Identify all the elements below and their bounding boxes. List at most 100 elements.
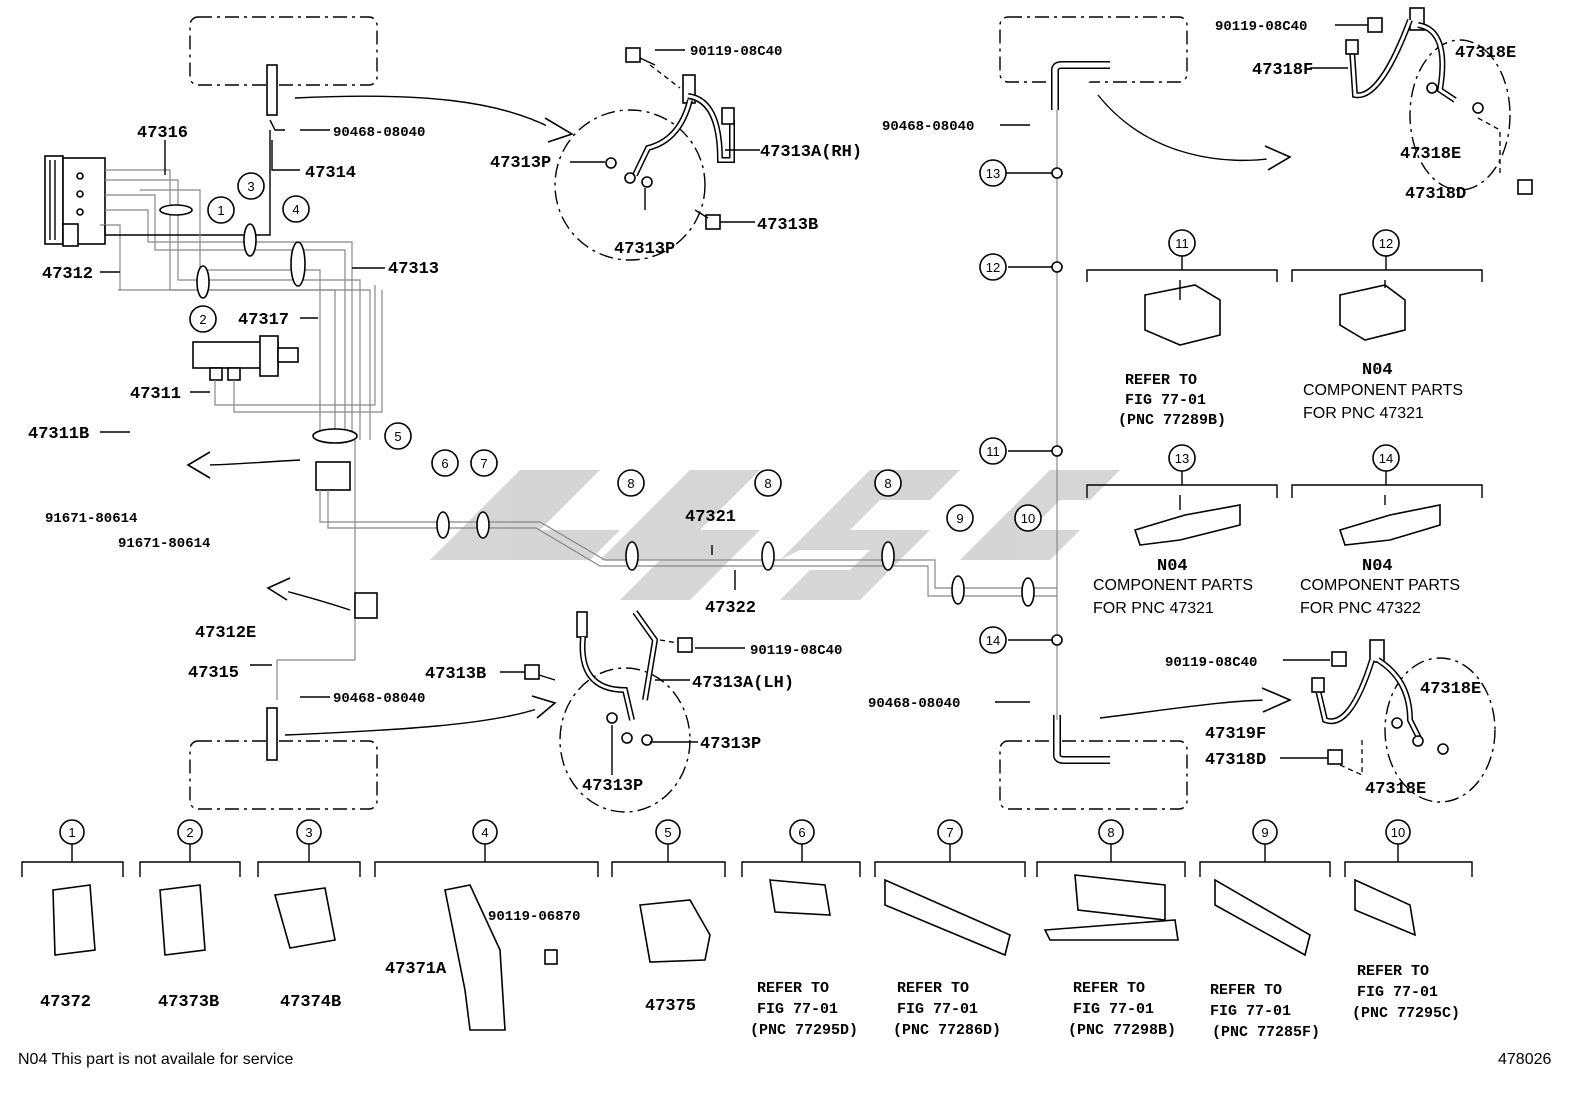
label-90468-rr: 90468-08040 <box>868 696 960 712</box>
callout-1: 1 <box>217 203 224 218</box>
svg-text:COMPONENT PARTS: COMPONENT PARTS <box>1303 382 1463 399</box>
label-91671-b: 91671-80614 <box>118 536 210 552</box>
label-47313A-rh: 47313A(RH) <box>760 143 862 162</box>
clamp-4 <box>290 241 306 287</box>
callout-numbers: 1 2 3 4 5 6 7 8 8 8 9 10 11 12 13 14 11 … <box>68 166 1405 840</box>
callout-8c: 8 <box>884 476 891 491</box>
callout-circles <box>59 159 1411 845</box>
callout-7: 7 <box>480 456 487 471</box>
clamp-8b <box>761 541 775 571</box>
callout-4: 4 <box>292 202 299 217</box>
flex-hose-fr <box>1345 7 1533 195</box>
label-47316: 47316 <box>137 124 188 143</box>
callout-13: 13 <box>986 166 1000 181</box>
clamp-5 <box>312 428 358 444</box>
svg-text:(PNC 77285F): (PNC 77285F) <box>1212 1024 1320 1041</box>
clamp-3 <box>243 223 257 257</box>
label-47372: 47372 <box>40 993 91 1012</box>
svg-text:(PNC 77286D): (PNC 77286D) <box>893 1022 1001 1039</box>
leaders <box>100 24 1386 775</box>
tube-fl <box>266 64 278 116</box>
svg-text:FIG 77-01: FIG 77-01 <box>1210 1003 1291 1020</box>
svg-text:REFER TO: REFER TO <box>1073 980 1145 997</box>
label-47312: 47312 <box>42 265 93 284</box>
label-47313B-lh: 47313B <box>425 665 486 684</box>
svg-text:REFER TO: REFER TO <box>1210 982 1282 999</box>
clamp-2 <box>196 265 210 299</box>
label-47312E: 47312E <box>195 624 256 643</box>
tube-rl <box>266 707 278 761</box>
label-47318D-b: 47318D <box>1205 751 1266 770</box>
svg-text:FIG 77-01: FIG 77-01 <box>1073 1001 1154 1018</box>
svg-text:(PNC 77295C): (PNC 77295C) <box>1352 1005 1460 1022</box>
brake-lines-network <box>100 130 383 440</box>
label-47313P-lh-a: 47313P <box>700 735 761 754</box>
bottom-brackets <box>21 861 1473 1031</box>
svg-text:2: 2 <box>186 825 193 840</box>
flex-hose-lh <box>524 610 693 813</box>
svg-text:COMPONENT PARTS: COMPONENT PARTS <box>1300 577 1460 594</box>
clamp-8a <box>625 541 639 571</box>
callout-12: 12 <box>986 260 1000 275</box>
clamp-10 <box>1021 577 1035 607</box>
label-47313P-rh-b: 47313P <box>614 240 675 259</box>
label-47318E-a: 47318E <box>1455 44 1516 63</box>
label-47318E-c: 47318E <box>1420 680 1481 699</box>
callout-3: 3 <box>247 179 254 194</box>
svg-text:13: 13 <box>1175 451 1189 466</box>
callout-11: 11 <box>986 444 1000 459</box>
wheel-area-front-left <box>189 16 378 86</box>
label-47313: 47313 <box>388 260 439 279</box>
label-47311: 47311 <box>130 385 181 404</box>
label-47374B: 47374B <box>280 993 341 1012</box>
svg-text:REFER TO: REFER TO <box>897 980 969 997</box>
clamp-8c <box>881 541 895 571</box>
callout-9: 9 <box>956 511 963 526</box>
label-90468-fr: 90468-08040 <box>882 119 974 135</box>
svg-text:FOR PNC 47321: FOR PNC 47321 <box>1303 405 1424 422</box>
svg-text:REFER TO: REFER TO <box>1125 372 1197 389</box>
label-90119-06870: 90119-06870 <box>488 909 580 925</box>
label-47313A-lh: 47313A(LH) <box>692 674 794 693</box>
callout-14: 14 <box>986 633 1000 648</box>
clamp-9 <box>951 575 965 605</box>
label-91671-a: 91671-80614 <box>45 511 137 527</box>
callout-8b: 8 <box>764 476 771 491</box>
flex-hose-rr <box>1311 639 1496 803</box>
svg-text:6: 6 <box>798 825 805 840</box>
label-47319F: 47319F <box>1205 725 1266 744</box>
label-47315: 47315 <box>188 664 239 683</box>
flex-hose-rh <box>554 47 735 261</box>
callout-5: 5 <box>394 429 401 444</box>
label-47317: 47317 <box>238 311 289 330</box>
clamp-7 <box>476 511 490 539</box>
svg-text:REFER TO: REFER TO <box>1357 963 1429 980</box>
diagram-number: 478026 <box>1498 1051 1551 1068</box>
svg-text:(PNC 77289B): (PNC 77289B) <box>1118 412 1226 429</box>
svg-text:11: 11 <box>1175 236 1189 251</box>
label-90468-rl: 90468-08040 <box>333 691 425 707</box>
label-47373B: 47373B <box>158 993 219 1012</box>
svg-text:N04: N04 <box>1157 557 1188 576</box>
label-47313P-rh-a: 47313P <box>490 154 551 173</box>
master-cylinder <box>192 335 299 381</box>
svg-text:4: 4 <box>481 825 488 840</box>
svg-text:N04: N04 <box>1362 361 1393 380</box>
detail-clips <box>1086 269 1483 546</box>
watermark <box>430 470 1120 600</box>
svg-text:8: 8 <box>1107 825 1114 840</box>
wheel-area-rear-right <box>999 740 1188 810</box>
abs-actuator <box>44 155 106 247</box>
label-47321: 47321 <box>685 508 736 527</box>
svg-text:1: 1 <box>68 825 75 840</box>
clip-47311B-body <box>315 461 351 491</box>
label-47318D-a: 47318D <box>1405 185 1466 204</box>
refer-labels: REFER TO FIG 77-01 (PNC 77289B) REFER TO… <box>750 372 1460 1041</box>
label-47375: 47375 <box>645 997 696 1016</box>
svg-text:14: 14 <box>1379 451 1393 466</box>
callout-stems <box>71 256 1399 862</box>
label-47322: 47322 <box>705 599 756 618</box>
svg-text:9: 9 <box>1261 825 1268 840</box>
